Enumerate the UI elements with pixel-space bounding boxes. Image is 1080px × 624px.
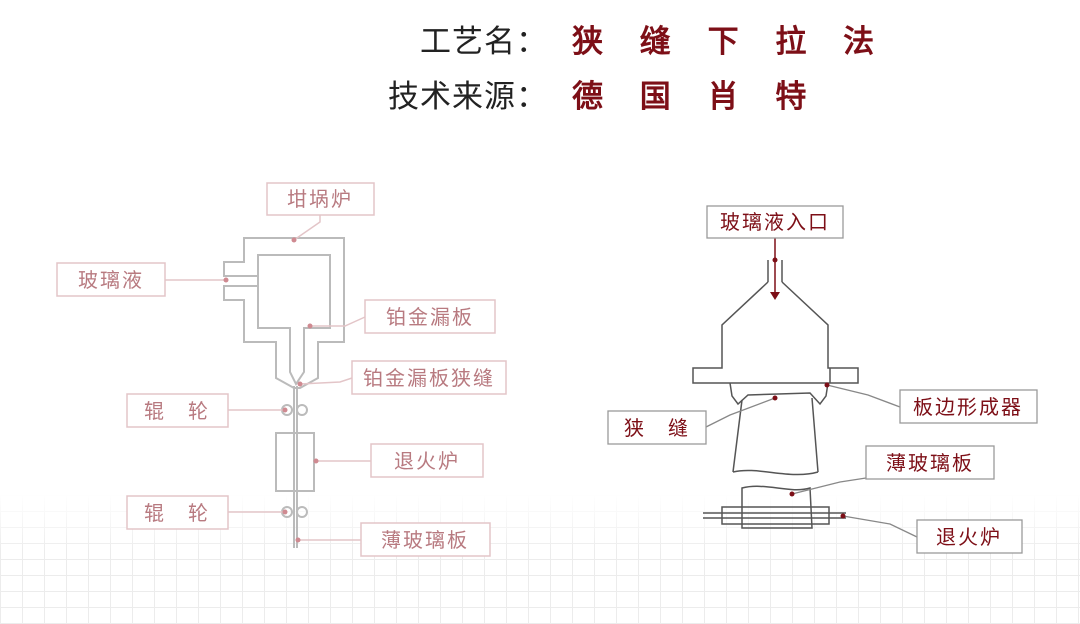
svg-text:坩埚炉: 坩埚炉 [287, 187, 353, 211]
label-thin-glass-left: 薄玻璃板 [360, 522, 491, 557]
svg-text:辊 轮: 辊 轮 [144, 399, 210, 423]
label-roller-bottom: 辊 轮 [126, 495, 229, 530]
left-diagram [223, 237, 345, 548]
label-slot: 狭 缝 [607, 410, 707, 445]
label-roller-top: 辊 轮 [126, 393, 229, 428]
svg-text:玻璃液入口: 玻璃液入口 [720, 210, 830, 234]
label-platinum-bushing: 铂金漏板 [364, 299, 496, 334]
process-name-row: 工艺名： 狭 缝 下 拉 法 [0, 16, 1080, 60]
right-diagram [692, 260, 859, 529]
left-leader-lines [165, 214, 371, 541]
right-leader-dots [772, 257, 846, 519]
tech-source-row: 技术来源： 德 国 肖 特 [0, 71, 1080, 115]
forming-body-shape [692, 281, 859, 406]
svg-text:板边形成器: 板边形成器 [913, 395, 1023, 419]
glass-sheet-lower-shape [741, 485, 813, 529]
right-leader-lines [705, 384, 918, 538]
svg-text:退火炉: 退火炉 [936, 525, 1002, 549]
process-name-value: 狭 缝 下 拉 法 [572, 23, 888, 60]
process-name-label: 工艺名： [420, 23, 548, 60]
crucible-furnace-shape [223, 237, 345, 389]
label-glass-liquid: 玻璃液 [56, 262, 166, 297]
label-edge-former: 板边形成器 [899, 389, 1038, 424]
label-glass-inlet: 玻璃液入口 [706, 205, 844, 239]
svg-text:狭 缝: 狭 缝 [624, 416, 690, 440]
label-bushing-slot: 铂金漏板狭缝 [351, 360, 507, 395]
svg-text:薄玻璃板: 薄玻璃板 [381, 528, 469, 552]
svg-text:薄玻璃板: 薄玻璃板 [886, 451, 974, 475]
left-leader-dots [223, 237, 319, 543]
label-crucible-furnace: 坩埚炉 [266, 182, 375, 216]
svg-text:辊 轮: 辊 轮 [144, 501, 210, 525]
glass-curtain-shape [732, 397, 819, 476]
label-thin-glass-right: 薄玻璃板 [865, 445, 995, 480]
roller-top-right [296, 404, 308, 416]
roller-bottom-right [296, 506, 308, 518]
inlet-arrow [770, 238, 780, 300]
tech-source-label: 技术来源： [388, 78, 548, 115]
svg-text:退火炉: 退火炉 [394, 449, 460, 473]
label-annealing-furnace-left: 退火炉 [370, 443, 484, 478]
svg-text:铂金漏板: 铂金漏板 [386, 305, 474, 329]
tech-source-value: 德 国 肖 特 [572, 78, 820, 115]
svg-text:玻璃液: 玻璃液 [78, 268, 144, 292]
label-annealing-furnace-right: 退火炉 [916, 519, 1023, 554]
svg-text:铂金漏板狭缝: 铂金漏板狭缝 [363, 366, 495, 390]
annealing-furnace-bar [721, 506, 830, 525]
